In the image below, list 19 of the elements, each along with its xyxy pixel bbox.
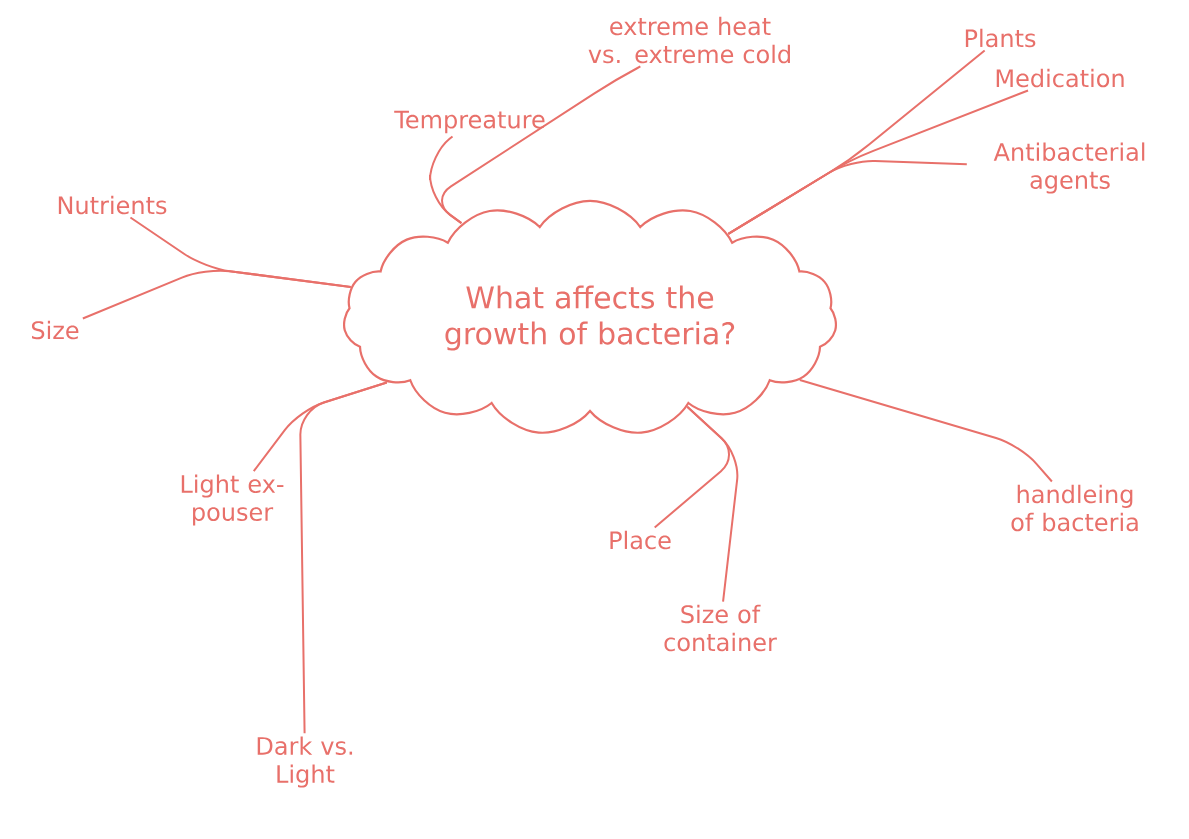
branch-line [81, 269, 352, 320]
branch-label: Light ex- pouser [181, 474, 284, 526]
branch-label: handleing of bacteria [1011, 484, 1138, 532]
question-cloud: What affects the growth of bacteria? [343, 199, 837, 434]
branch-label: Dark vs. Light [257, 736, 353, 788]
branch-line [441, 65, 642, 225]
branch-label: Antibacterial agents [993, 142, 1145, 194]
branch-line [798, 379, 1053, 483]
branch-label: Nutrients [58, 195, 167, 215]
branch-label: Size [31, 320, 79, 340]
branch-label: Plants [965, 28, 1036, 48]
branch-line [727, 159, 968, 235]
branch-label: Tempreature [394, 110, 545, 134]
branch-line [686, 405, 739, 603]
branch-label: Medication [996, 68, 1124, 88]
branch-line [299, 381, 388, 735]
branch-label: Place [610, 530, 671, 550]
branch-label: Size of container [664, 604, 777, 652]
branch-label: extreme heat vs. extreme cold [588, 16, 790, 64]
